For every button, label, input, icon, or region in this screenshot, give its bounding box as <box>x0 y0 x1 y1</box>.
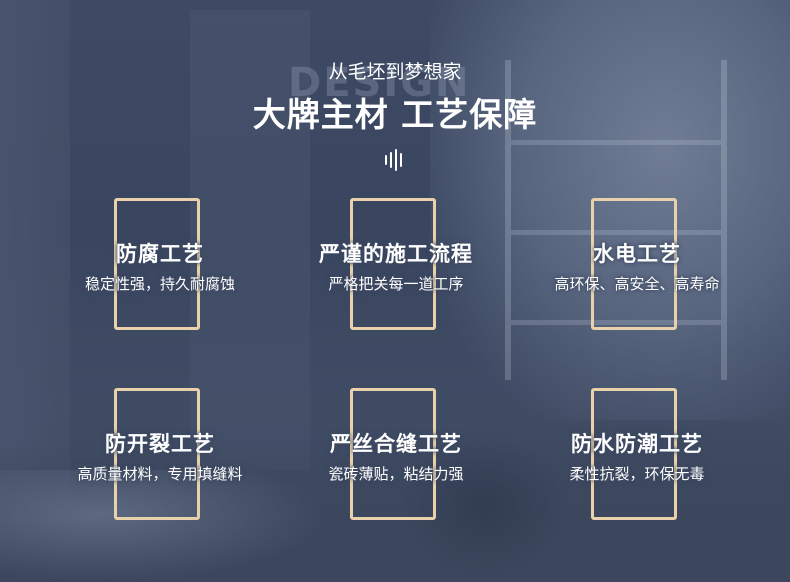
feature-card-construction-process: 严谨的施工流程 严格把关每一道工序 <box>286 198 506 338</box>
feature-card-anticrack: 防开裂工艺 高质量材料，专用填缝料 <box>50 388 270 528</box>
card-title: 防水防潮工艺 <box>571 432 703 456</box>
card-title: 严谨的施工流程 <box>319 242 473 266</box>
background-window <box>430 0 790 420</box>
background-door <box>190 10 310 470</box>
card-description: 高质量材料，专用填缝料 <box>77 465 243 483</box>
feature-card-anticorrosion: 防腐工艺 稳定性强，持久耐腐蚀 <box>50 198 270 338</box>
card-title: 防开裂工艺 <box>105 432 215 456</box>
background-watermark-word: DESIGN <box>288 60 471 106</box>
feature-card-plumbing-electrical: 水电工艺 高环保、高安全、高寿命 <box>527 198 747 338</box>
page-title: 大牌主材 工艺保障 <box>252 95 538 134</box>
card-frame <box>114 198 200 330</box>
card-description: 瓷砖薄贴，粘结力强 <box>328 465 464 483</box>
feature-card-seamless: 严丝合缝工艺 瓷砖薄贴，粘结力强 <box>286 388 506 528</box>
card-description: 稳定性强，持久耐腐蚀 <box>84 275 235 293</box>
background-shelf <box>505 60 727 380</box>
card-frame <box>350 198 436 330</box>
card-frame <box>591 198 677 330</box>
card-description: 柔性抗裂，环保无毒 <box>569 465 705 483</box>
card-title: 严丝合缝工艺 <box>330 432 462 456</box>
card-frame <box>591 388 677 520</box>
card-title: 水电工艺 <box>593 242 681 266</box>
background-sofa <box>0 470 330 582</box>
feature-card-waterproof: 防水防潮工艺 柔性抗裂，环保无毒 <box>527 388 747 528</box>
card-description: 严格把关每一道工序 <box>328 275 464 293</box>
card-title: 防腐工艺 <box>116 242 204 266</box>
card-frame <box>114 388 200 520</box>
card-description: 高环保、高安全、高寿命 <box>554 275 720 293</box>
card-frame <box>350 388 436 520</box>
background-plant <box>400 430 570 580</box>
sound-bars-icon <box>384 149 408 171</box>
page-subtitle: 从毛坯到梦想家 <box>328 61 462 83</box>
